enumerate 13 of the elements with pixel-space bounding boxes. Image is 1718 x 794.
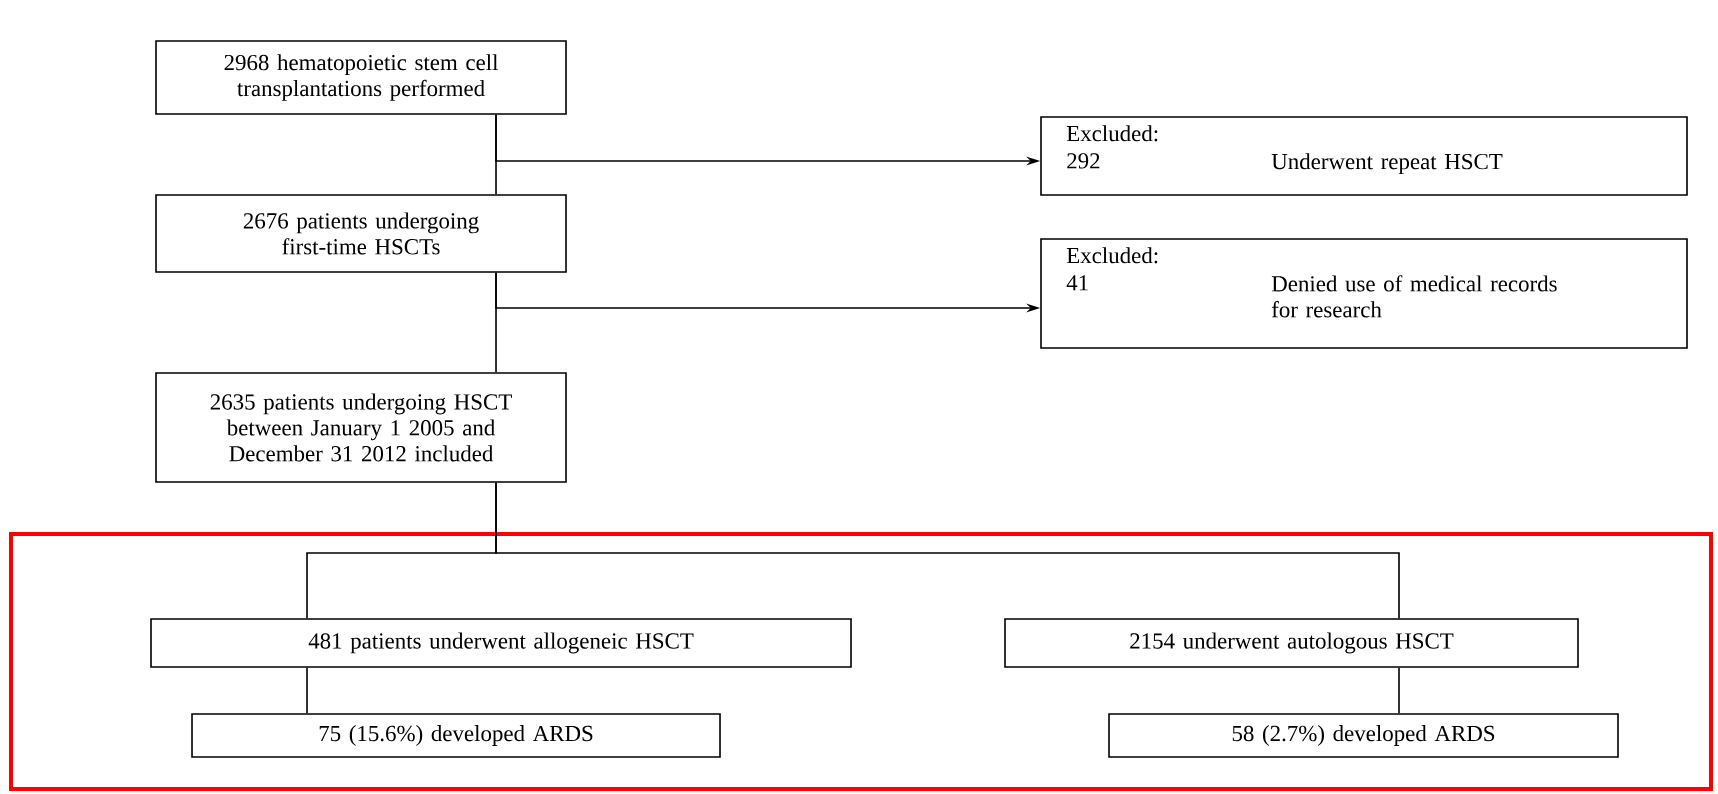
process-box: 2968 hematopoietic stem cell transplantations performed [155,40,567,115]
connector [495,482,1400,619]
process-box: 2635 patients undergoing HSCT between January 1 2005 and December 31 2012 included [155,372,567,483]
process-box: 2154 underwent autologous HSCT [1004,618,1579,668]
exclusion-box: Excluded: 41 Denied use of medical records for research [1040,238,1688,349]
process-box: 75 (15.6%) developed ARDS [191,713,721,758]
exclusion-box: Excluded: 292 Underwent repeat HSCT [1040,116,1688,196]
process-box: 58 (2.7%) developed ARDS [1108,713,1619,758]
connector [1398,667,1400,714]
connector [306,667,308,714]
process-box: 481 patients underwent allogeneic HSCT [150,618,852,668]
highlight-frame [9,532,1713,791]
process-box: 2676 patients undergoing first-time HSCTs [155,194,567,273]
